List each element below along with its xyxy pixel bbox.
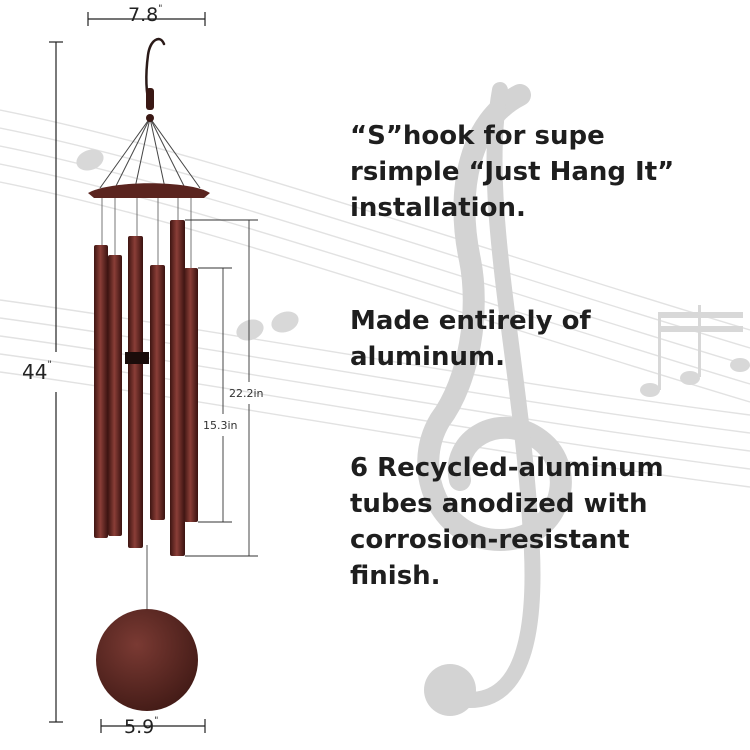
shortest-tube-label: 15.3in: [203, 419, 238, 432]
treble-clef-icon: [417, 82, 572, 708]
overall-length-label: 44": [22, 360, 52, 384]
chime-tube: [150, 265, 165, 520]
chime-tube: [128, 236, 143, 548]
feature-hook-text: “S”hook for supe rsimple “Just Hang It” …: [350, 121, 675, 223]
dimension-lines: [49, 12, 206, 733]
bottom-width-label: 5.9": [124, 716, 159, 738]
chime-tube: [108, 255, 122, 536]
feature-aluminum-text: Made entirely of aluminum.: [350, 306, 591, 372]
top-cap: [88, 183, 210, 198]
chime-tube: [94, 245, 108, 538]
chime-tubes: [94, 220, 198, 556]
top-width-label: 7.8": [128, 4, 163, 26]
chime-tube: [184, 268, 198, 522]
chime-tube: [170, 220, 185, 556]
longest-tube-label: 22.2in: [229, 387, 264, 400]
striker: [125, 352, 149, 364]
wind-sail: [96, 609, 198, 711]
feature-tubes-text: 6 Recycled-aluminum tubes anodized with …: [350, 453, 664, 591]
